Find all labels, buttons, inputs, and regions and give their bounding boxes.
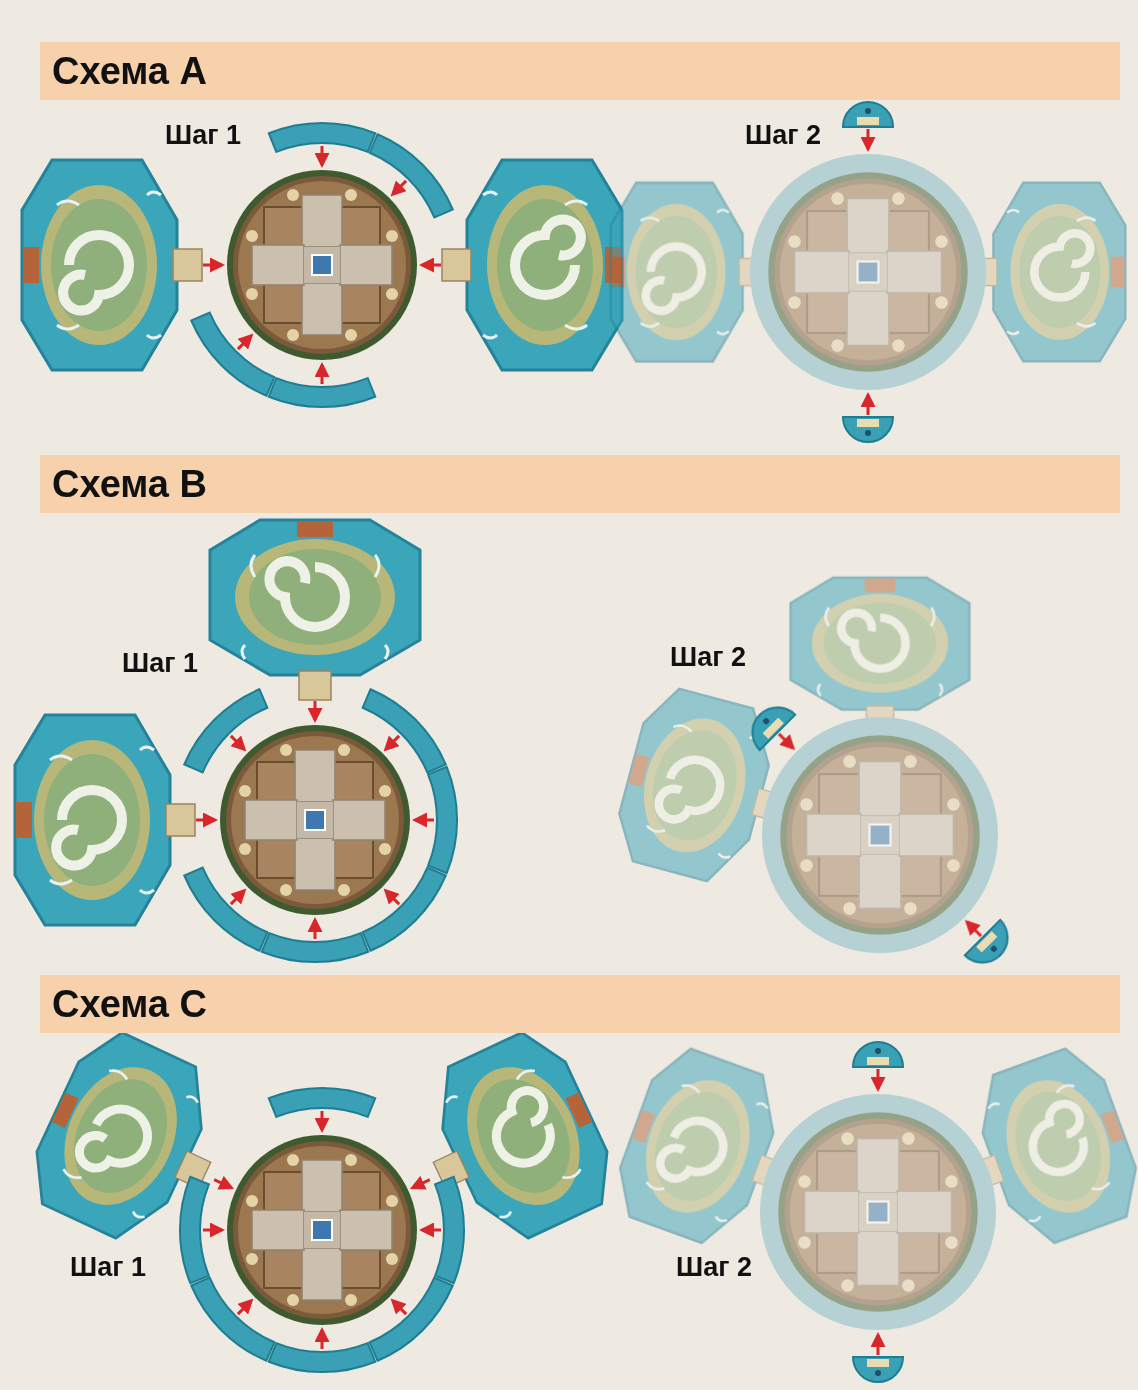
scheme-title: Схема B xyxy=(40,455,207,513)
step-label: Шаг 1 xyxy=(122,648,198,678)
step-label: Шаг 1 xyxy=(165,120,241,150)
step-label: Шаг 2 xyxy=(676,1252,752,1282)
scheme-title: Схема A xyxy=(40,42,207,100)
step-label: Шаг 2 xyxy=(745,120,821,150)
scheme-band: Схема B xyxy=(40,455,1120,513)
scheme-band: Схема A xyxy=(40,42,1120,100)
scheme-band: Схема C xyxy=(40,975,1120,1033)
step-label: Шаг 2 xyxy=(670,642,746,672)
scheme-title: Схема C xyxy=(40,975,207,1033)
step-label: Шаг 1 xyxy=(70,1252,146,1282)
